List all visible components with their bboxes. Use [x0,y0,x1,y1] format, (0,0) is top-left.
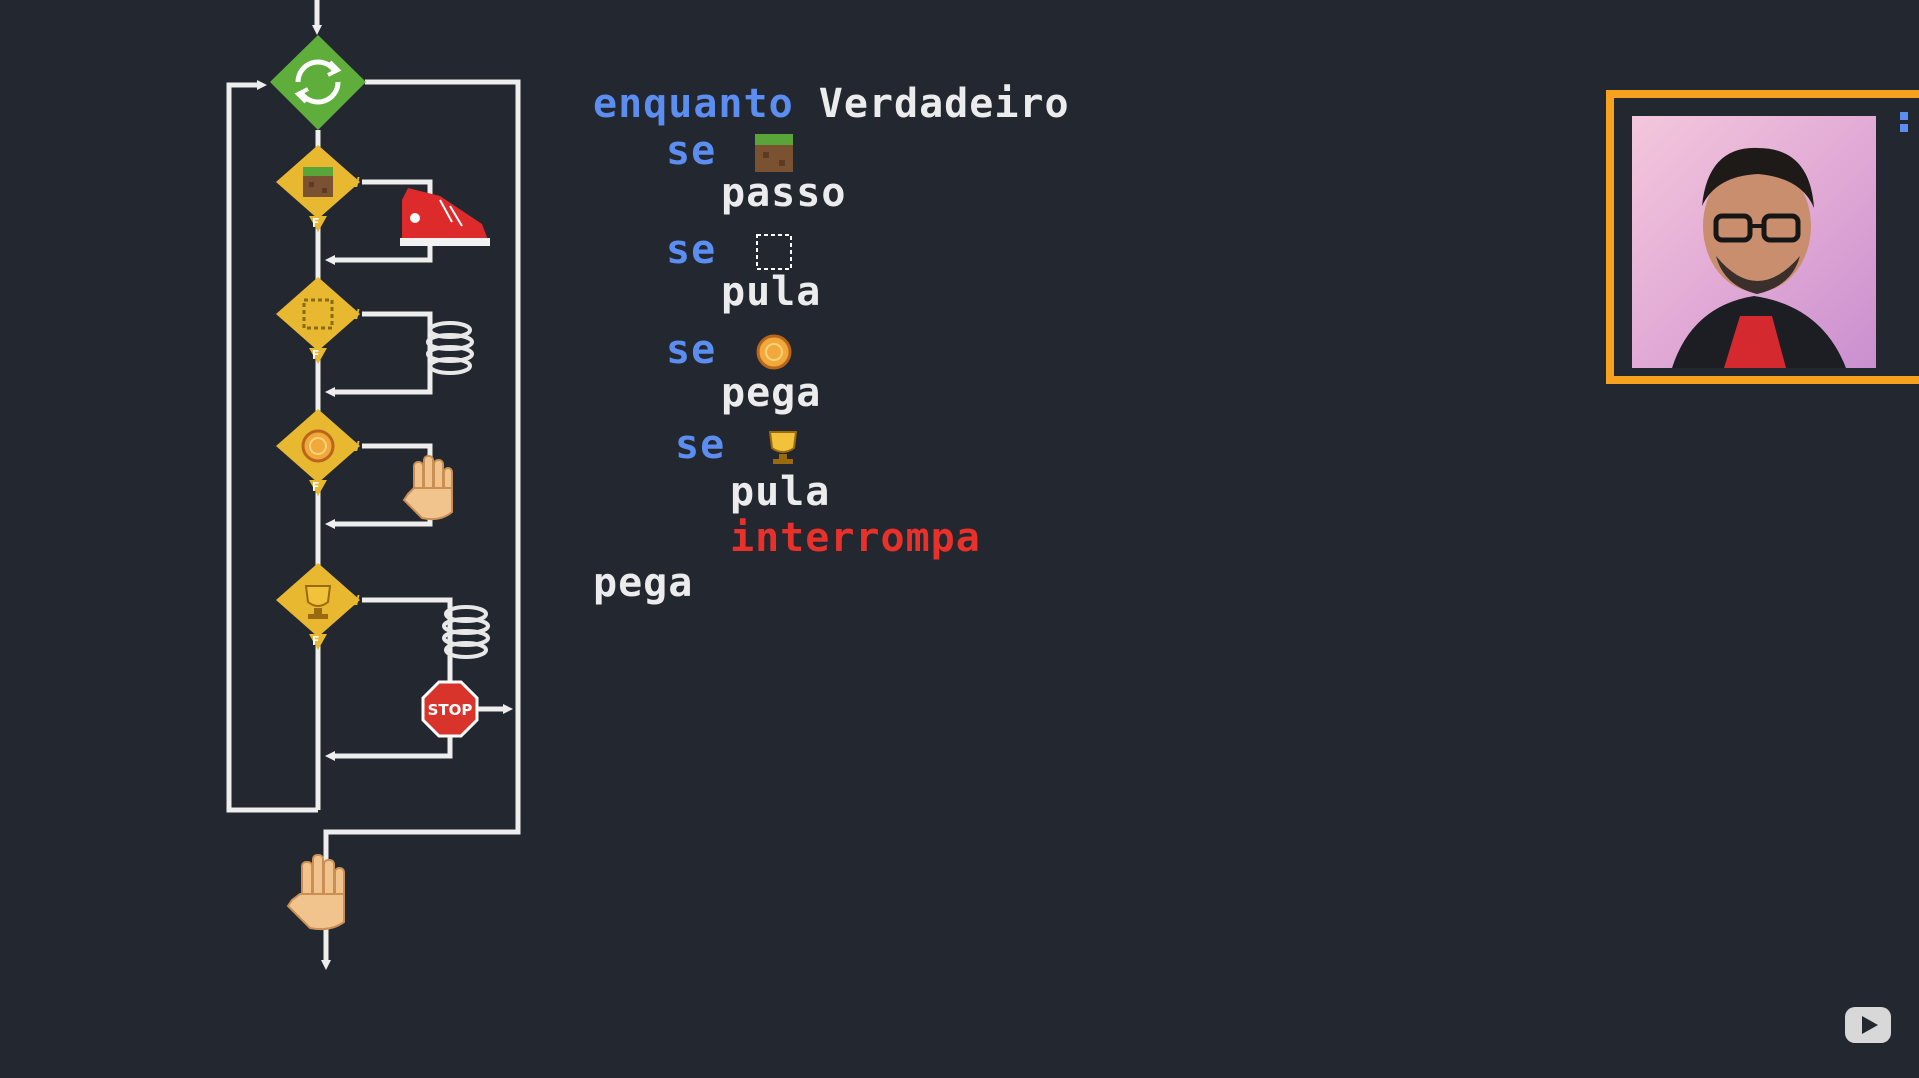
loop-back-line [226,80,318,813]
action-jump: pula [730,469,831,515]
while-line: enquanto Verdadeiro [593,84,1070,124]
coin-icon [756,334,792,370]
dirt-block-icon [303,167,333,197]
true-label: V [352,176,360,191]
false-label: F [312,216,319,230]
trophy-icon [769,431,798,464]
coin-icon [301,429,335,463]
false-label: F [312,480,319,494]
if-keyword: se [666,128,717,174]
dirt-block-icon [755,134,794,172]
false-label: F [312,348,319,362]
if-keyword: se [666,227,717,273]
empty-block-icon [756,234,793,270]
action-grab-after-loop: pega [593,560,694,606]
presenter-video-icon [1632,116,1876,368]
loop-arrows-icon [294,59,342,105]
true-label: V [352,594,360,609]
empty-block-icon [302,298,334,330]
loop-diamond [270,35,366,130]
stop-sign-icon: STOP [421,680,479,738]
webcam-frame [1606,90,1919,384]
if-line-4: se [675,425,802,466]
if-line-1: se [666,128,794,174]
hand-icon [286,854,345,931]
sneaker-icon [400,188,490,246]
condition-node-2: V F [276,277,474,397]
stop-sign-label: STOP [428,701,473,719]
if-line-2: se [666,230,793,271]
condition-node-3: V F [276,409,453,529]
while-keyword: enquanto [593,81,794,127]
condition-node-1: V F [276,145,490,265]
action-break: interrompa [730,515,981,561]
true-label: V [352,308,360,323]
while-condition: Verdadeiro [818,81,1070,127]
hand-icon [402,455,453,521]
trophy-icon [304,585,332,619]
if-line-3: se [666,330,793,371]
spring-icon [442,605,490,659]
play-logo-icon[interactable] [1843,1005,1893,1045]
condition-node-4: V F STOP [276,563,513,761]
if-keyword: se [666,327,717,373]
false-label: F [312,634,319,648]
action-jump: pula [721,269,822,315]
action-step: passo [721,170,847,216]
action-grab: pega [721,370,822,416]
spring-icon [426,321,474,375]
true-label: V [352,440,360,455]
if-keyword: se [675,422,726,468]
